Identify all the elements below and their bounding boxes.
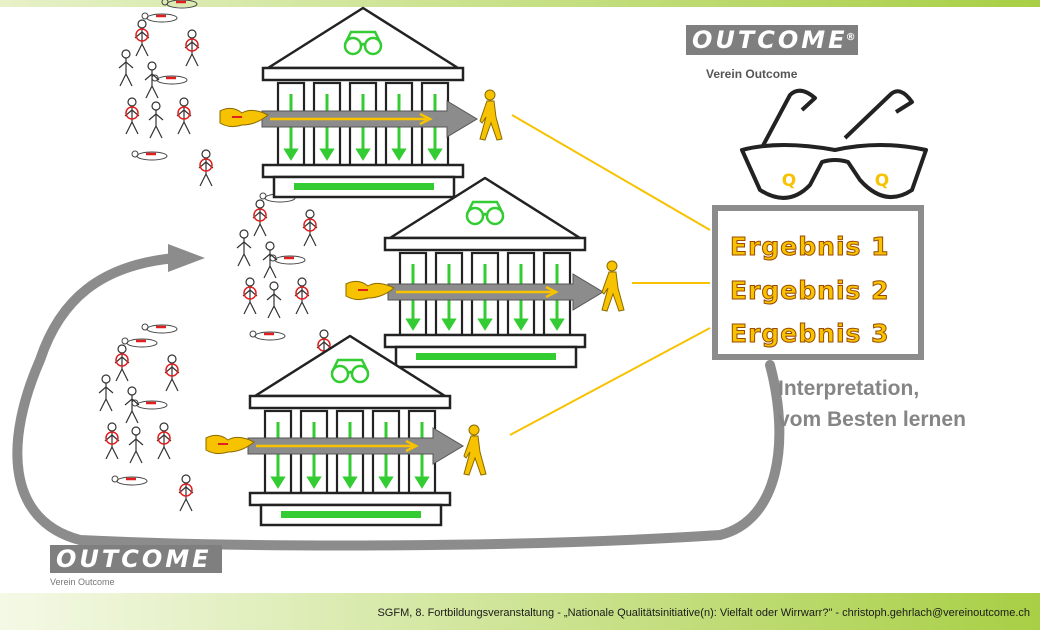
result-2: Ergebnis 2 [730, 276, 890, 306]
walking-person-icon [601, 260, 625, 312]
result-3: Ergebnis 3 [730, 319, 890, 349]
feedback-loop-arrowhead [168, 244, 205, 272]
feedback-loop-arrow-icon [12, 253, 785, 551]
results-box: Ergebnis 1 Ergebnis 2 Ergebnis 3 [712, 205, 924, 360]
institution-building-icon [383, 176, 587, 369]
patient-crowd-2 [237, 179, 331, 366]
interpretation-line-1: Interpretation, [778, 377, 920, 400]
outcome-logo-footer: OUTCOME [50, 545, 222, 573]
glasses-lens-left: Q [782, 171, 796, 191]
logo-footer-word: OUTCOME [56, 545, 212, 573]
walking-person-icon [479, 89, 503, 141]
glasses-lens-right: Q [875, 171, 889, 191]
result-1: Ergebnis 1 [730, 232, 890, 262]
glasses-icon: Q Q [740, 88, 928, 200]
patient-crowd-3 [99, 324, 193, 511]
outcome-logo: OUTCOME® [686, 25, 858, 55]
logo-word: OUTCOME [692, 26, 848, 54]
footer-bar: SGFM, 8. Fortbildungsveranstaltung - „Na… [0, 593, 1040, 630]
patient-crowd-1 [119, 0, 213, 186]
interpretation-line-2: vom Besten lernen [778, 408, 966, 431]
walking-person-icon [463, 424, 487, 476]
top-accent-bar [0, 0, 1040, 7]
result-connector-lines [509, 114, 711, 436]
logo-subtitle: Verein Outcome [706, 67, 798, 81]
institution-building-icon [261, 6, 465, 199]
interpretation-text: Interpretation, vom Besten lernen [778, 373, 966, 435]
logo-registered-mark: ® [845, 32, 856, 43]
logo-footer-subtitle: Verein Outcome [50, 577, 115, 587]
footer-text: SGFM, 8. Fortbildungsveranstaltung - „Na… [377, 607, 1030, 619]
